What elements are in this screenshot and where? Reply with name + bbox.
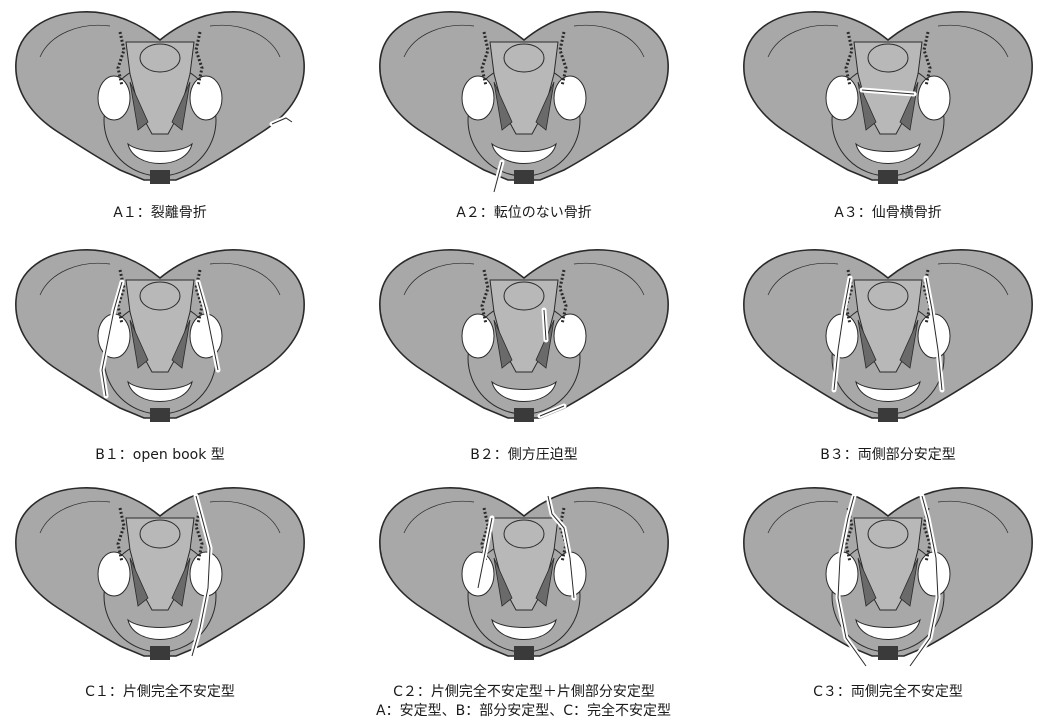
pubic-symphysis — [514, 646, 534, 660]
obturator-foramen-left — [190, 76, 222, 120]
obturator-foramen-left — [554, 76, 586, 120]
vertebral-body — [140, 520, 180, 548]
pelvis-illustration — [374, 240, 674, 435]
obturator-foramen-right — [826, 76, 858, 120]
obturator-foramen-right — [98, 552, 130, 596]
pelvis-diagram-c2 — [374, 478, 674, 678]
pelvis-diagram-a2 — [374, 2, 674, 202]
pelvis-illustration — [374, 2, 674, 197]
pubic-symphysis — [150, 170, 170, 184]
obturator-foramen-right — [98, 76, 130, 120]
caption-a3: A３：仙骨横骨折 — [718, 204, 1047, 222]
vertebral-body — [504, 282, 544, 310]
vertebral-body — [140, 282, 180, 310]
pelvis-diagram-a1 — [10, 2, 310, 202]
vertebral-body — [868, 282, 908, 310]
caption-c1: C１：片側完全不安定型 — [0, 683, 330, 701]
caption-c2: C２：片側完全不安定型＋片側部分安定型 — [354, 683, 694, 701]
pubic-symphysis — [878, 646, 898, 660]
caption-c3: C３：両側完全不安定型 — [718, 683, 1047, 701]
vertebral-body — [140, 44, 180, 72]
vertebral-body — [868, 44, 908, 72]
pelvis-illustration — [10, 2, 310, 197]
pelvis-illustration — [10, 478, 310, 673]
pelvis-diagram-c3 — [738, 478, 1038, 678]
pelvis-diagram-b1 — [10, 240, 310, 440]
caption-b1: B１：open book 型 — [0, 446, 330, 464]
pelvis-illustration — [738, 2, 1038, 197]
pelvis-diagram-a3 — [738, 2, 1038, 202]
pubic-symphysis — [878, 408, 898, 422]
pelvis-illustration — [738, 478, 1038, 673]
pelvis-diagram-b3 — [738, 240, 1038, 440]
obturator-foramen-right — [462, 76, 494, 120]
caption-a1: A１：裂離骨折 — [0, 204, 330, 222]
pelvis-illustration — [738, 240, 1038, 435]
pubic-symphysis — [150, 408, 170, 422]
obturator-foramen-left — [918, 76, 950, 120]
pelvis-illustration — [10, 240, 310, 435]
vertebral-body — [868, 520, 908, 548]
classification-legend: A：安定型、B：部分安定型、C：完全不安定型 — [0, 702, 1047, 720]
obturator-foramen-left — [554, 314, 586, 358]
vertebral-body — [504, 44, 544, 72]
pelvis-diagram-c1 — [10, 478, 310, 678]
pelvis-diagram-b2 — [374, 240, 674, 440]
pubic-symphysis — [514, 408, 534, 422]
caption-b3: B３：両側部分安定型 — [718, 446, 1047, 464]
pubic-symphysis — [878, 170, 898, 184]
obturator-foramen-right — [462, 314, 494, 358]
pubic-symphysis — [150, 646, 170, 660]
caption-a2: A２：転位のない骨折 — [354, 204, 694, 222]
caption-b2: B２：側方圧迫型 — [354, 446, 694, 464]
pelvis-illustration — [374, 478, 674, 673]
vertebral-body — [504, 520, 544, 548]
pubic-symphysis — [514, 170, 534, 184]
